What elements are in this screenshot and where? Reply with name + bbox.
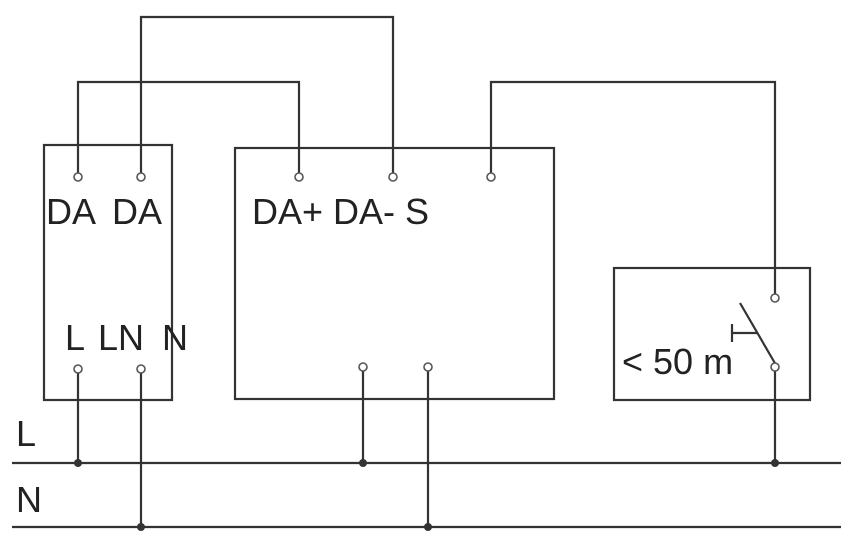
wire-s-to-pushbutton [489,80,777,298]
wire-da1-to-da-plus [76,80,301,177]
controller-box [42,143,174,402]
controller-label-n: N [162,317,188,358]
terminal-pushbutton-bottom [770,362,780,372]
terminal-device-l [358,362,368,372]
controller-label-da1: DA [46,191,96,232]
controller-label-ln: LN [98,317,144,358]
junction-n-device [424,523,432,531]
junction-l-device [359,459,367,467]
controller-label-l: L [65,317,85,358]
terminal-device-n [423,362,433,372]
bus-label-l: L [16,413,36,454]
pushbutton-label-distance: < 50 m [622,341,733,382]
wire-da2-to-da-minus [139,15,395,177]
terminal-controller-n [136,364,146,374]
terminal-controller-l [73,364,83,374]
terminal-device-s [486,172,496,182]
controller-label-da2: DA [112,191,162,232]
bus-label-n: N [16,479,42,520]
terminal-device-da-minus [388,172,398,182]
device-box [233,146,556,401]
junction-l-controller [74,459,82,467]
device-label-terminals: DA+ DA- S [252,191,429,232]
terminal-pushbutton-top [770,293,780,303]
junction-n-controller [137,523,145,531]
terminal-controller-da2 [136,172,146,182]
junction-l-pushbutton [771,459,779,467]
pushbutton-box [612,266,812,402]
terminal-controller-da1 [73,172,83,182]
terminal-device-da-plus [294,172,304,182]
